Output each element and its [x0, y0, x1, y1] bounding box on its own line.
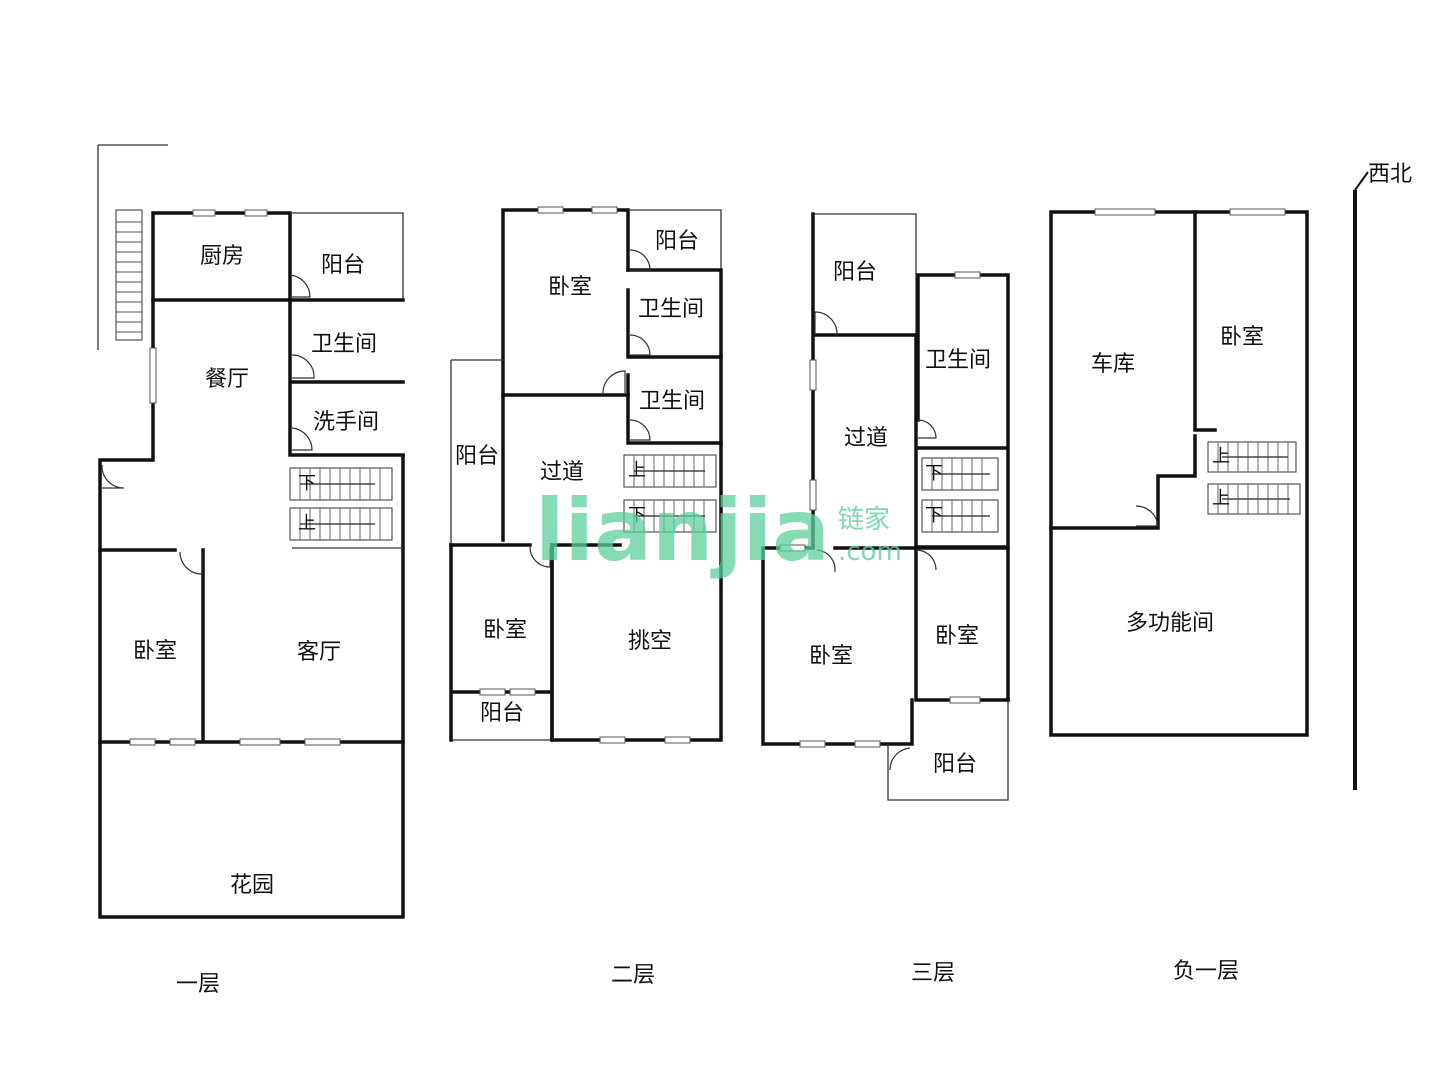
f2-bedroom-bottom-label: 卧室: [483, 618, 527, 643]
b1-stair-up2: 上: [1212, 488, 1230, 509]
b1-stair-up1: 上: [1212, 446, 1230, 467]
b1-multi-label: 多功能间: [1126, 611, 1214, 636]
b1-bedroom-label: 卧室: [1220, 325, 1264, 350]
f1-kitchen-label: 厨房: [200, 244, 244, 269]
floor-b1: 上 上 车库 卧室 多功能间 负一层: [1049, 208, 1309, 984]
b1-caption: 负一层: [1173, 959, 1239, 984]
b1-garage-label: 车库: [1091, 352, 1135, 377]
watermark-cn: 链家: [838, 505, 890, 535]
f1-dining-label: 餐厅: [205, 367, 249, 392]
f2-balcony-top-label: 阳台: [655, 229, 699, 254]
f3-balcony-top-label: 阳台: [833, 260, 877, 285]
f1-balcony-label: 阳台: [321, 253, 365, 278]
f2-stair-up: 上: [628, 460, 646, 481]
f2-bath1-label: 卫生间: [638, 297, 704, 322]
compass-label: 西北: [1368, 162, 1412, 187]
compass: 西北: [1353, 162, 1412, 790]
f3-bath-label: 卫生间: [925, 348, 991, 373]
f3-bedroom-right-label: 卧室: [935, 624, 979, 649]
f2-void-label: 挑空: [628, 629, 672, 654]
watermark-brand: lianjia: [535, 481, 830, 581]
f2-balcony-bottom-label: 阳台: [480, 701, 524, 726]
watermark-domain: .com: [838, 537, 902, 567]
f3-stair-down1: 下: [925, 463, 943, 484]
f2-balcony-left-label: 阳台: [455, 444, 499, 469]
f1-caption: 一层: [176, 972, 220, 997]
f1-garden-label: 花园: [230, 873, 274, 898]
floor-2: 上 下 卧室 阳台 卫生间 卫生间 阳台 过道 卧室 挑空 阳台 二层: [449, 206, 723, 988]
f3-balcony-bottom-label: 阳台: [933, 752, 977, 777]
f3-stair-down2: 下: [925, 505, 943, 526]
f3-caption: 三层: [911, 961, 955, 986]
f1-stair-down: 下: [298, 473, 316, 494]
f1-washroom-label: 洗手间: [313, 410, 379, 435]
f1-stair-up: 上: [298, 513, 316, 534]
f1-bath-label: 卫生间: [311, 332, 377, 357]
f2-caption: 二层: [611, 963, 655, 988]
f2-stair-down: 下: [628, 505, 646, 526]
f2-bedroom-top-label: 卧室: [548, 275, 592, 300]
f2-corridor-label: 过道: [540, 460, 584, 485]
f3-bedroom-left-label: 卧室: [809, 644, 853, 669]
f1-living-label: 客厅: [297, 640, 341, 665]
f2-bath2-label: 卫生间: [639, 389, 705, 414]
f3-corridor-label: 过道: [844, 426, 888, 451]
floor-1: 下 上 厨房 阳台 餐厅 卫生间 洗手间 卧室 客厅 花园 一层: [97, 144, 405, 997]
floor-3: 下 下 阳台 卫生间 过道 卧室 卧室 阳台 三层: [761, 212, 1010, 986]
watermark: lianjia 链家 .com: [535, 481, 902, 581]
f1-bedroom-label: 卧室: [133, 639, 177, 664]
